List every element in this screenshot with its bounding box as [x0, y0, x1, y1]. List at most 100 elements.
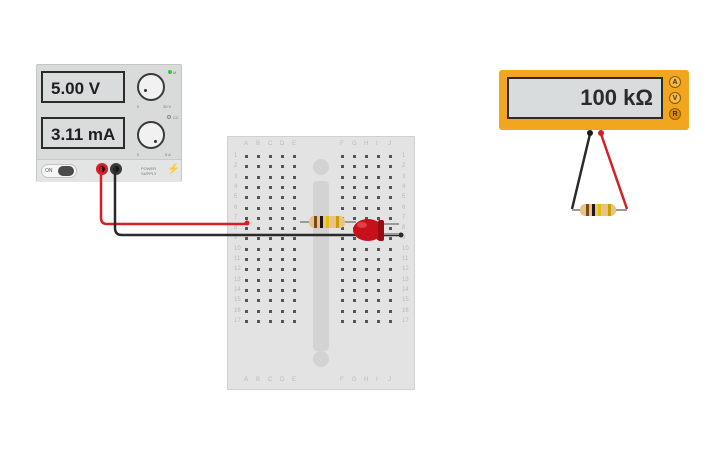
breadboard-hole[interactable]: [365, 319, 368, 323]
breadboard-hole[interactable]: [353, 206, 356, 210]
multimeter-v-jack[interactable]: [598, 130, 604, 136]
breadboard-hole[interactable]: [257, 155, 260, 158]
breadboard-hole[interactable]: [377, 216, 380, 220]
breadboard-hole[interactable]: [269, 155, 272, 158]
breadboard-hole[interactable]: [245, 175, 248, 179]
breadboard-hole[interactable]: [389, 185, 392, 189]
mode-button-ammeter[interactable]: A: [669, 76, 681, 88]
breadboard-hole[interactable]: [257, 165, 260, 169]
breadboard-hole[interactable]: [257, 268, 260, 272]
breadboard-hole[interactable]: [257, 299, 260, 303]
breadboard-hole[interactable]: [341, 206, 344, 210]
breadboard-hole[interactable]: [389, 299, 392, 303]
power-switch[interactable]: ON: [41, 164, 77, 178]
breadboard-hole[interactable]: [269, 185, 272, 189]
breadboard-hole[interactable]: [257, 196, 260, 200]
breadboard-hole[interactable]: [389, 278, 392, 282]
breadboard-hole[interactable]: [365, 165, 368, 169]
breadboard-hole[interactable]: [341, 278, 344, 282]
breadboard-hole[interactable]: [353, 299, 356, 303]
breadboard-hole[interactable]: [245, 196, 248, 200]
breadboard-hole[interactable]: [269, 165, 272, 169]
breadboard-hole[interactable]: [293, 319, 296, 323]
breadboard-hole[interactable]: [365, 247, 368, 251]
breadboard-hole[interactable]: [353, 185, 356, 189]
breadboard-hole[interactable]: [341, 288, 344, 292]
breadboard-hole[interactable]: [257, 216, 260, 220]
breadboard-hole[interactable]: [257, 237, 260, 241]
breadboard-hole[interactable]: [257, 227, 260, 231]
breadboard-hole[interactable]: [341, 268, 344, 272]
breadboard-hole[interactable]: [269, 309, 272, 313]
breadboard-hole[interactable]: [257, 319, 260, 323]
breadboard-hole[interactable]: [269, 196, 272, 200]
breadboard-hole[interactable]: [269, 278, 272, 282]
breadboard-resistor[interactable]: [300, 216, 356, 228]
breadboard-hole[interactable]: [341, 175, 344, 179]
breadboard-hole[interactable]: [389, 206, 392, 210]
breadboard-hole[interactable]: [281, 175, 284, 179]
breadboard-hole[interactable]: [293, 227, 296, 231]
breadboard-hole[interactable]: [293, 237, 296, 241]
breadboard-hole[interactable]: [257, 175, 260, 179]
breadboard-hole[interactable]: [353, 268, 356, 272]
breadboard-hole[interactable]: [341, 196, 344, 200]
breadboard-hole[interactable]: [293, 278, 296, 282]
breadboard-hole[interactable]: [377, 288, 380, 292]
breadboard-hole[interactable]: [293, 268, 296, 272]
breadboard-hole[interactable]: [353, 196, 356, 200]
breadboard-hole[interactable]: [341, 237, 344, 241]
breadboard-hole[interactable]: [389, 196, 392, 200]
breadboard-hole[interactable]: [389, 288, 392, 292]
breadboard-hole[interactable]: [353, 165, 356, 169]
breadboard-hole[interactable]: [365, 288, 368, 292]
breadboard-hole[interactable]: [389, 227, 392, 231]
breadboard-hole[interactable]: [365, 309, 368, 313]
mode-button-voltmeter[interactable]: V: [669, 92, 681, 104]
breadboard-hole[interactable]: [341, 247, 344, 251]
voltage-knob[interactable]: [137, 73, 165, 101]
breadboard-hole[interactable]: [245, 216, 248, 220]
breadboard-hole[interactable]: [365, 299, 368, 303]
breadboard-hole[interactable]: [353, 258, 356, 261]
breadboard-hole[interactable]: [389, 165, 392, 169]
breadboard-hole[interactable]: [281, 216, 284, 220]
breadboard-hole[interactable]: [377, 185, 380, 189]
breadboard-hole[interactable]: [389, 237, 392, 241]
breadboard-hole[interactable]: [281, 288, 284, 292]
breadboard-hole[interactable]: [389, 175, 392, 179]
breadboard-hole[interactable]: [377, 155, 380, 158]
breadboard-hole[interactable]: [365, 175, 368, 179]
breadboard-hole[interactable]: [353, 155, 356, 158]
breadboard-hole[interactable]: [377, 175, 380, 179]
breadboard-hole[interactable]: [377, 258, 380, 261]
breadboard-hole[interactable]: [257, 247, 260, 251]
breadboard-hole[interactable]: [269, 175, 272, 179]
breadboard-hole[interactable]: [257, 288, 260, 292]
breadboard-hole[interactable]: [377, 299, 380, 303]
breadboard-hole[interactable]: [353, 237, 356, 241]
breadboard-hole[interactable]: [245, 309, 248, 313]
breadboard-hole[interactable]: [281, 196, 284, 200]
breadboard-hole[interactable]: [353, 319, 356, 323]
breadboard-hole[interactable]: [353, 278, 356, 282]
mode-button-ohmmeter[interactable]: R: [669, 108, 681, 120]
breadboard-hole[interactable]: [389, 247, 392, 251]
breadboard-hole[interactable]: [281, 258, 284, 261]
breadboard-hole[interactable]: [281, 319, 284, 323]
breadboard-hole[interactable]: [365, 216, 368, 220]
breadboard-hole[interactable]: [245, 319, 248, 323]
breadboard-hole[interactable]: [377, 319, 380, 323]
breadboard-hole[interactable]: [365, 268, 368, 272]
breadboard-hole[interactable]: [269, 319, 272, 323]
breadboard-hole[interactable]: [377, 165, 380, 169]
breadboard-hole[interactable]: [389, 309, 392, 313]
breadboard-hole[interactable]: [341, 319, 344, 323]
breadboard-hole[interactable]: [269, 206, 272, 210]
breadboard-hole[interactable]: [257, 278, 260, 282]
breadboard-hole[interactable]: [281, 278, 284, 282]
breadboard-hole[interactable]: [341, 155, 344, 158]
breadboard-hole[interactable]: [269, 288, 272, 292]
breadboard-hole[interactable]: [257, 258, 260, 261]
breadboard-hole[interactable]: [365, 196, 368, 200]
